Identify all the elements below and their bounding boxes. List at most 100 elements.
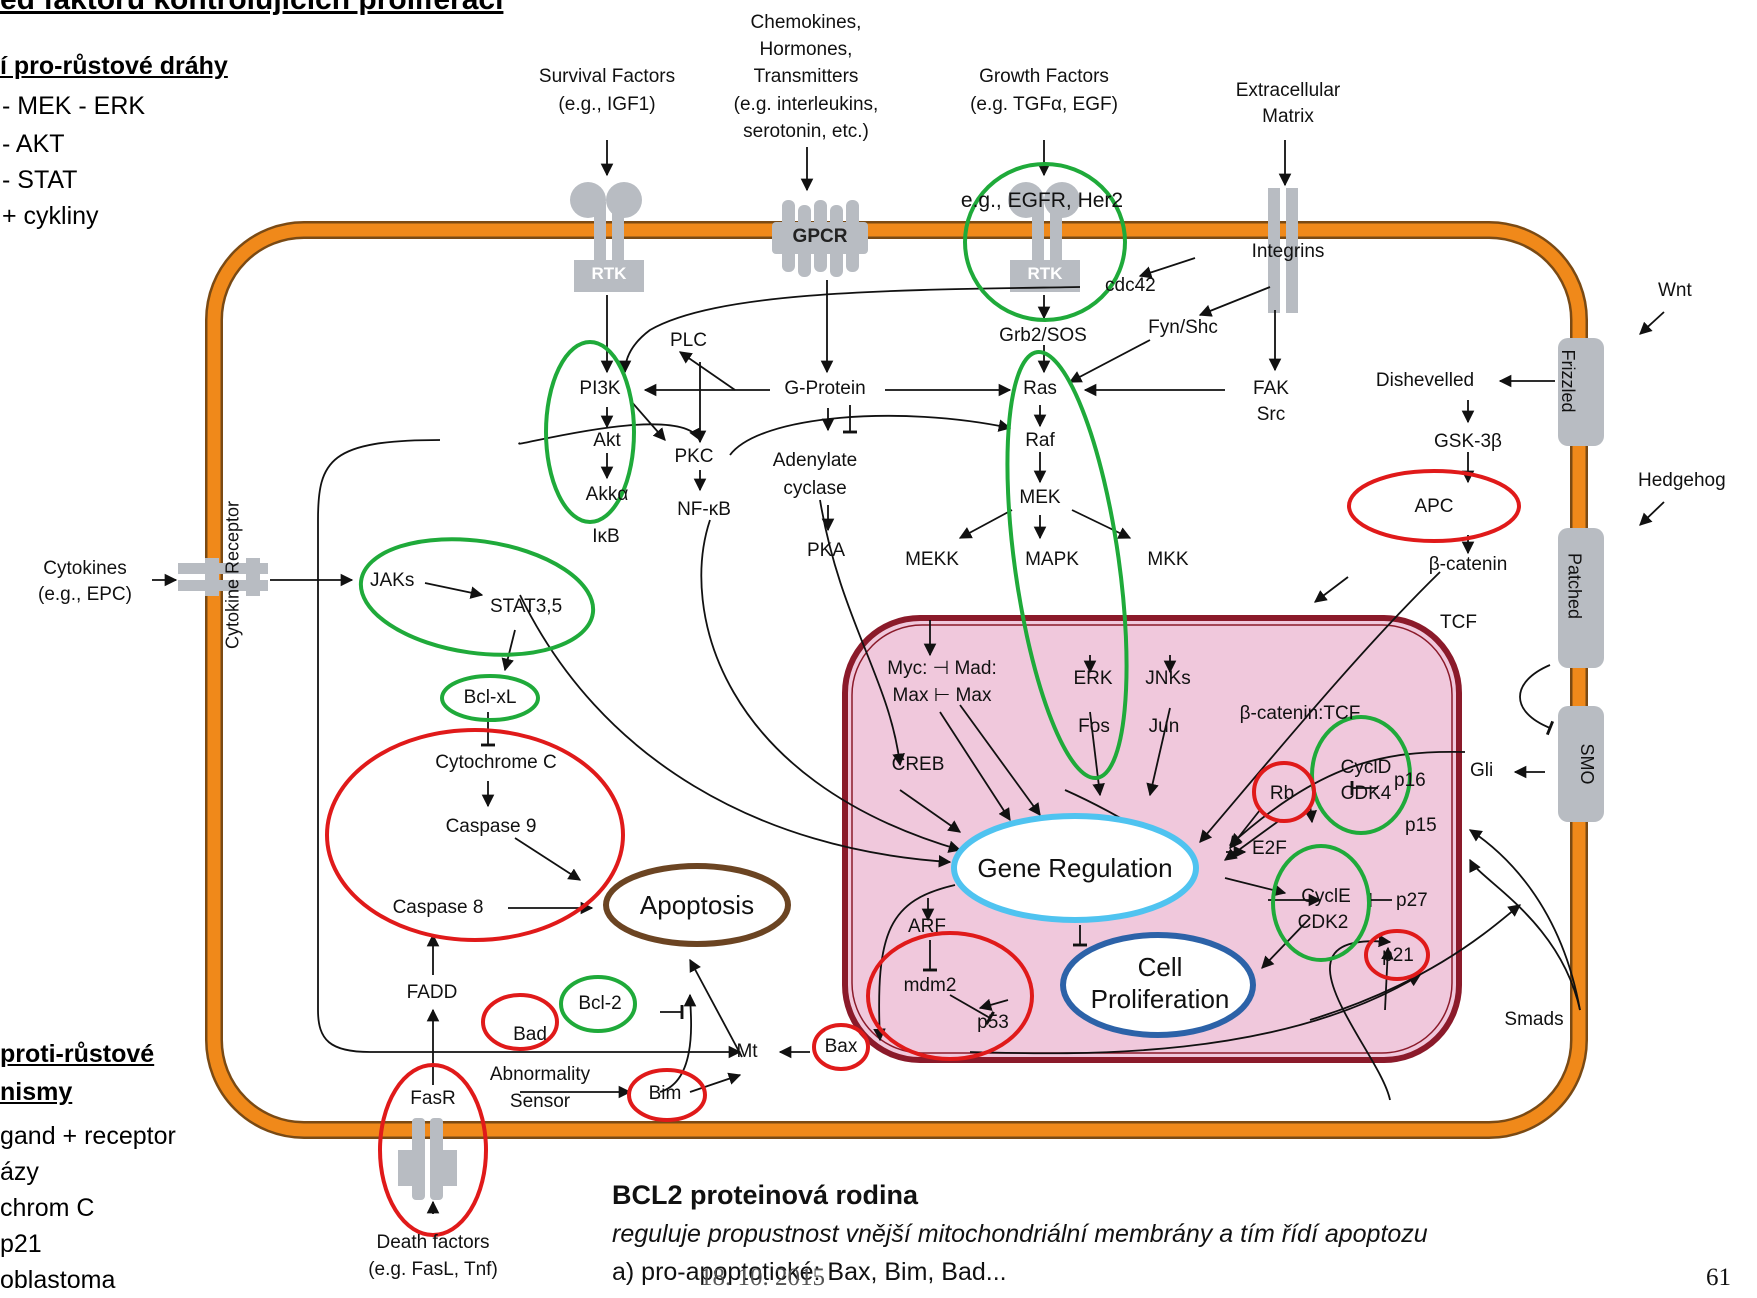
hedgehog-label: Hedgehog: [1638, 470, 1726, 491]
pro-growth-item: - STAT: [2, 166, 78, 194]
jun-node: Jun: [1148, 716, 1180, 737]
green-ring-pi3k: [544, 340, 636, 524]
p16-node: p16: [1394, 770, 1426, 791]
mdm2-node: mdm2: [903, 975, 957, 996]
caspase8-node: Caspase 8: [392, 897, 484, 918]
growth-factors-label: Growth Factors: [979, 66, 1109, 87]
mt-node: Mt: [736, 1041, 758, 1062]
green-ring-ras-erk: [1005, 349, 1129, 781]
bad-node: Bad: [513, 1024, 547, 1045]
cdk2-node: CDK2: [1297, 912, 1349, 933]
fasr-receptor: [398, 1118, 457, 1200]
jaks-node: JAKs: [370, 570, 415, 591]
cycld-node: CyclD: [1340, 757, 1392, 778]
gpcr-receptor: [772, 200, 868, 277]
egfr-label: e.g., EGFR, Her2: [960, 189, 1124, 212]
creb-node: CREB: [891, 754, 945, 775]
cycle-node: CyclE: [1301, 886, 1351, 907]
rtk1-receptor: [570, 182, 644, 292]
green-ring-cycld: [1310, 715, 1412, 835]
ras-node: Ras: [1023, 378, 1057, 399]
green-ring-cycle: [1271, 844, 1371, 962]
serotonin-label: serotonin, etc.): [743, 121, 869, 142]
patched-receptor: [1558, 528, 1604, 668]
bcl-2-node: Bcl-2: [578, 993, 622, 1014]
gene-regulation-ellipse: [951, 813, 1199, 923]
beta-catenin-tcf-node: β-catenin:TCF: [1239, 703, 1361, 724]
nucleus-inner-edge: [851, 624, 1453, 1054]
anti-growth-item: ázy: [0, 1158, 39, 1186]
anti-growth-item: chrom C: [0, 1194, 95, 1222]
akt-node: Akt: [593, 430, 621, 451]
erk-node: ERK: [1073, 668, 1113, 689]
akka-node: Akkα: [585, 484, 629, 505]
green-ring-jak-stat: [358, 537, 596, 657]
anti-growth-item: p21: [0, 1230, 42, 1258]
highlight-ellipses: [325, 162, 1521, 1237]
cdk4-node: CDK4: [1340, 783, 1392, 804]
transmitters-label: Transmitters: [753, 66, 859, 87]
frizzled-label: Frizzled: [1558, 349, 1579, 413]
fadd-node: FADD: [406, 982, 458, 1003]
anti-growth-heading: proti-růstové: [0, 1040, 155, 1068]
apoptosis-node: Apoptosis: [639, 890, 755, 920]
gli-node: Gli: [1470, 760, 1494, 781]
sensor-node: Sensor: [509, 1091, 571, 1112]
rtk-label-1: RTK: [591, 264, 627, 283]
cytokines-label: Cytokines: [43, 558, 127, 579]
anti-growth-heading-2: nismy: [0, 1078, 73, 1106]
pro-growth-item: + cykliny: [2, 202, 99, 230]
beta-catenin-node: β-catenin: [1428, 554, 1508, 575]
jnks-node: JNKs: [1145, 668, 1191, 689]
red-ring-apc: [1347, 469, 1521, 543]
tcf-node: TCF: [1440, 612, 1477, 633]
pathway-arrows: [152, 140, 1665, 1214]
integrin-receptor: [1268, 188, 1298, 313]
pi3k-node: PI3K: [579, 378, 621, 399]
gsk3b-node: GSK-3β: [1434, 431, 1502, 452]
p21-node: p21: [1382, 945, 1414, 966]
g-protein-node: G-Protein: [784, 378, 866, 399]
ikb-node: IκB: [592, 526, 620, 547]
mek-node: MEK: [1019, 487, 1061, 508]
red-ring-p53: [866, 931, 1034, 1061]
death-factors-label: Death factors: [376, 1232, 490, 1253]
wnt-label: Wnt: [1658, 280, 1692, 301]
nf-kb-node: NF-κB: [677, 499, 731, 520]
gpcr-label: GPCR: [792, 226, 848, 247]
arf-node: ARF: [908, 916, 946, 937]
death-factors-example: (e.g. FasL, Tnf): [368, 1259, 498, 1280]
bim-node: Bim: [648, 1083, 682, 1104]
p15-node: p15: [1405, 815, 1437, 836]
pathway-curves: [317, 286, 1581, 1101]
red-ring-rb: [1252, 761, 1316, 823]
cytochrome-c-node: Cytochrome C: [435, 752, 557, 773]
interleukins-label: (e.g. interleukins,: [733, 94, 879, 115]
smo-receptor: [1558, 706, 1604, 822]
anti-growth-item: gand + receptor: [0, 1122, 176, 1150]
cyclase-node: cyclase: [783, 478, 847, 499]
p53-node: p53: [977, 1012, 1009, 1033]
fyn-shc-node: Fyn/Shc: [1148, 317, 1218, 338]
bcl2-family-title: BCL2 proteinová rodina: [612, 1180, 919, 1210]
pka-node: PKA: [806, 540, 846, 561]
smads-node: Smads: [1504, 1009, 1564, 1030]
apc-node: APC: [1414, 496, 1454, 517]
red-ring-caspases: [325, 728, 625, 942]
proliferation-node: Proliferation: [1090, 984, 1230, 1014]
cell-node: Cell: [1137, 952, 1183, 982]
caspase9-node: Caspase 9: [445, 816, 537, 837]
fasr-label: FasR: [410, 1088, 456, 1109]
survival-factors-label: Survival Factors: [538, 66, 676, 87]
red-ring-bax: [812, 1023, 870, 1071]
patched-smo-arc: [1519, 664, 1555, 736]
red-ring-bad: [481, 993, 559, 1051]
bcl2-proapoptotic: a) pro-apoptotické: Bax, Bim, Bad...: [612, 1258, 1007, 1286]
e2f-node: E2F: [1252, 838, 1287, 859]
grb2-sos-node: Grb2/SOS: [999, 325, 1087, 346]
bax-node: Bax: [824, 1036, 858, 1057]
src-node: Src: [1256, 404, 1286, 425]
green-ring-bclxl: [440, 674, 540, 722]
